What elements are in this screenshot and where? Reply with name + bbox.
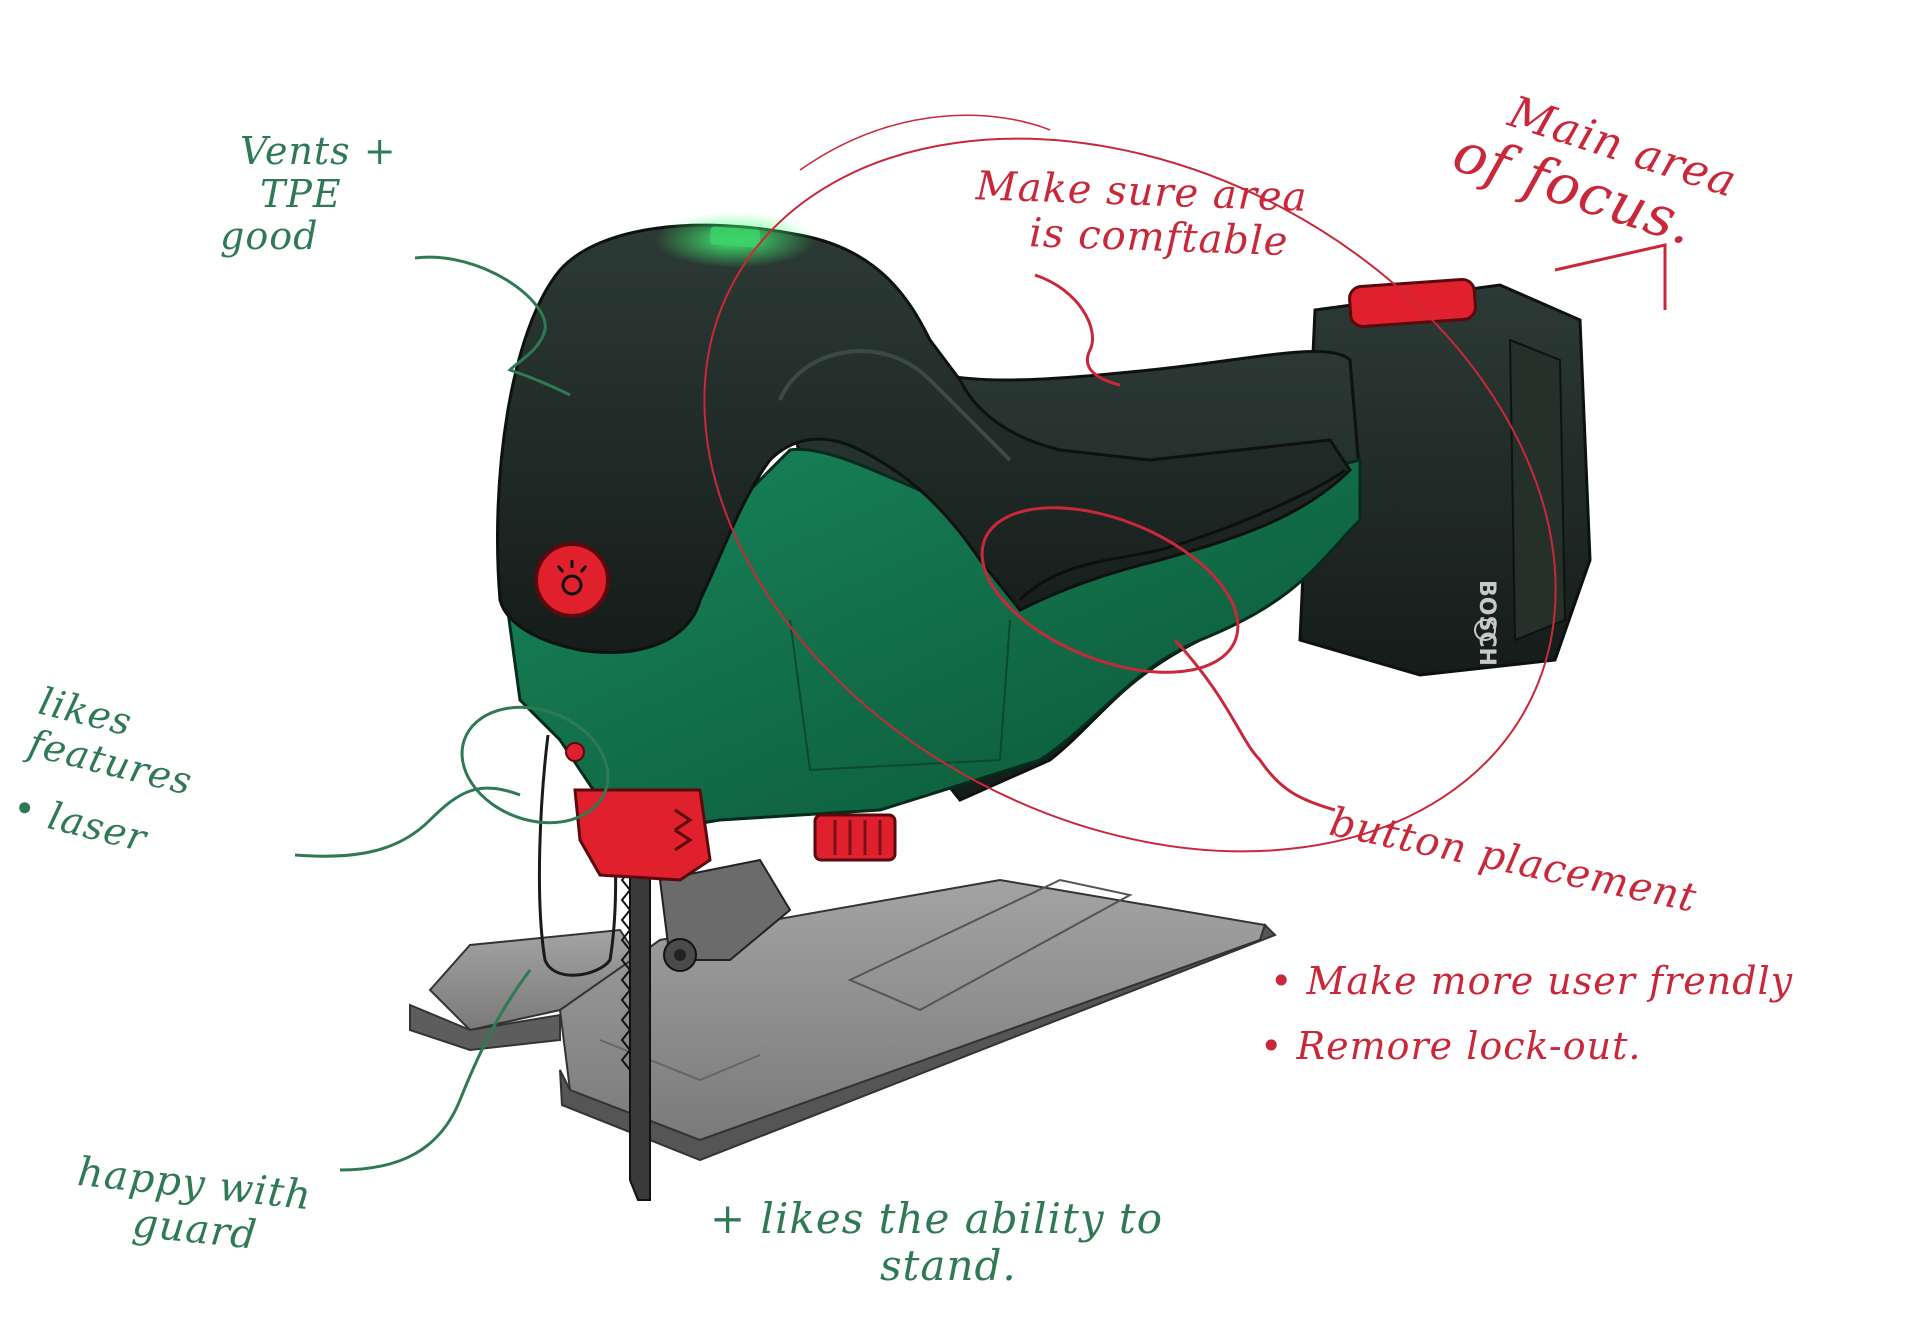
note-line: Vents + [240, 129, 397, 173]
tpe-head [496, 212, 1352, 655]
note-line: + likes the ability to [710, 1194, 1164, 1243]
note-ability-to-stand: + likes the ability to stand. [710, 1195, 1163, 1289]
led-light-button-icon[interactable] [534, 542, 610, 618]
green-annotation-strokes [294, 255, 610, 1172]
note-line: • Make more user frendly [1270, 959, 1794, 1003]
note-vents-tpe: Vents + TPE good [220, 129, 397, 258]
note-line: Make sure area [975, 163, 1309, 221]
note-comfortable-area: Make sure area is comftable [974, 163, 1309, 265]
red-annotation-strokes [703, 114, 1667, 853]
note-line: good [220, 214, 319, 259]
note-line: • Remore lock-out. [1260, 1023, 1642, 1068]
laser-module [565, 742, 712, 882]
note-action-list: • Make more user frendly • Remore lock-o… [1260, 959, 1794, 1067]
blade-roller [658, 858, 792, 972]
battery-pack: BOSCH [1298, 277, 1592, 677]
note-line: is comftable [1028, 209, 1290, 265]
note-line: stand. [880, 1241, 1017, 1291]
lock-off-switch-icon[interactable] [813, 813, 897, 862]
power-indicator-icon [709, 226, 761, 248]
laser-dot-icon [565, 742, 585, 762]
note-line: TPE [260, 171, 342, 216]
saw-blade [620, 849, 651, 1201]
battery-release-button[interactable] [1348, 277, 1477, 328]
